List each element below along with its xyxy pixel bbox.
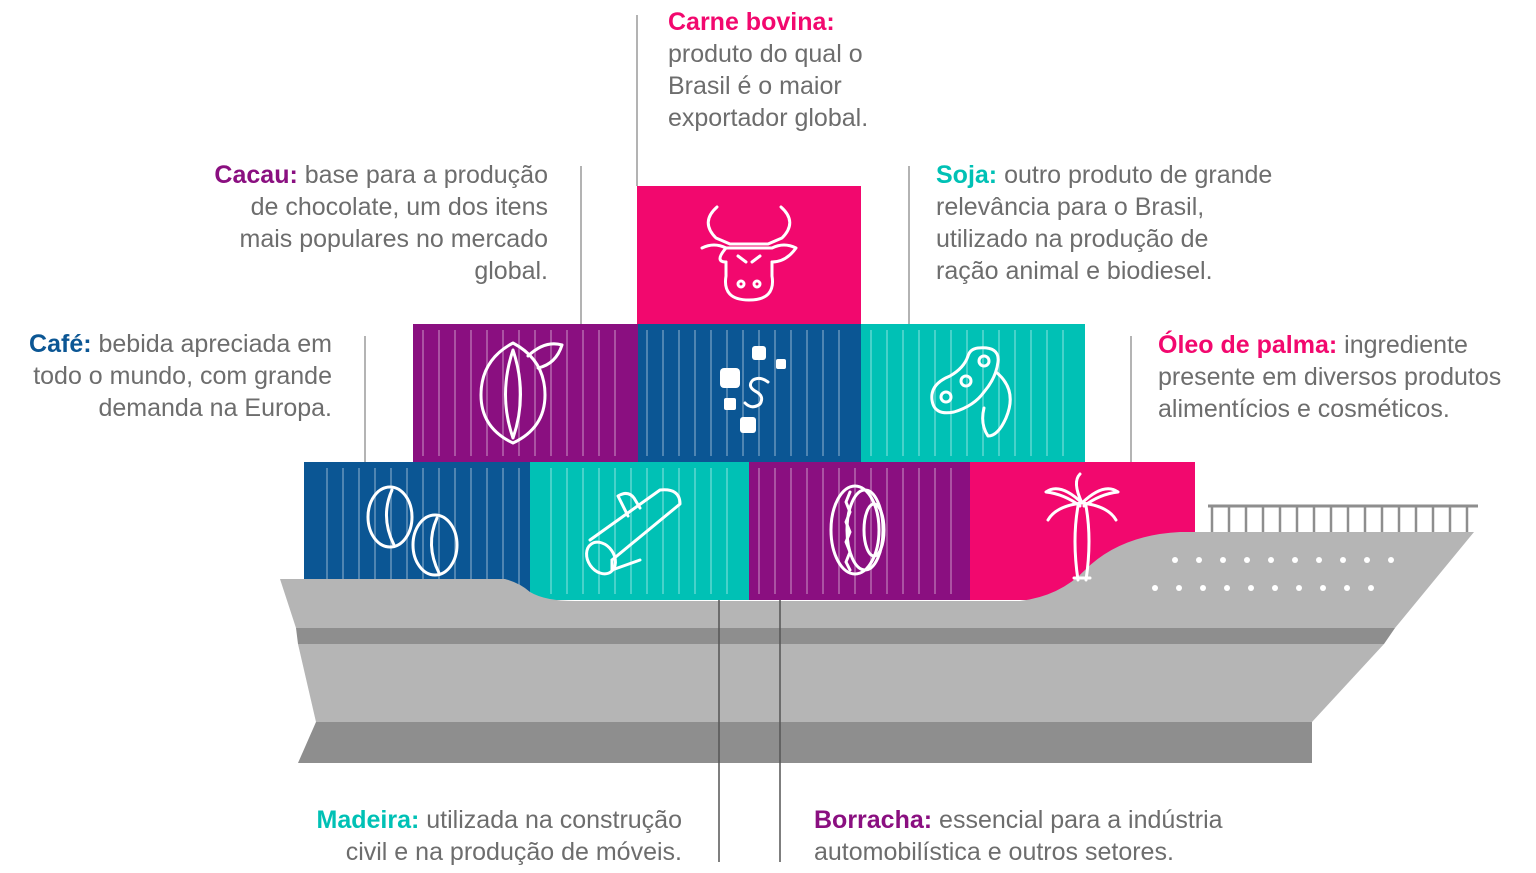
cow-head-icon bbox=[700, 205, 798, 302]
wood-log-icon bbox=[585, 488, 682, 576]
label-carne-bovina: Carne bovina: produto do qual o Brasil é… bbox=[668, 6, 928, 134]
label-cacau-text: base para a produção de chocolate, um do… bbox=[239, 161, 549, 285]
container-acucar bbox=[638, 324, 861, 462]
label-soja: Soja: outro produto de grande relevância… bbox=[936, 159, 1276, 287]
label-madeira-text: utilizada na construção civil e na produ… bbox=[345, 806, 682, 866]
label-borracha-title: Borracha: bbox=[814, 806, 933, 834]
ship-hull bbox=[280, 532, 1474, 763]
tire-icon bbox=[829, 484, 886, 576]
deck-railing bbox=[1208, 504, 1478, 532]
palm-tree-icon bbox=[1044, 472, 1120, 582]
label-madeira: Madeira: utilizada na construção civil e… bbox=[290, 804, 682, 868]
label-madeira-title: Madeira: bbox=[316, 806, 420, 834]
container-soja bbox=[861, 324, 1085, 462]
label-oleo-de-palma-title: Óleo de palma: bbox=[1158, 331, 1338, 359]
label-cacau: Cacau: base para a produção de chocolate… bbox=[212, 159, 548, 287]
label-carne-bovina-text: produto do qual o Brasil é o maior expor… bbox=[668, 40, 869, 132]
coffee-beans-icon bbox=[366, 485, 459, 577]
label-cacau-title: Cacau: bbox=[214, 161, 298, 189]
label-cafe: Café: bebida apreciada em todo o mundo, … bbox=[10, 328, 332, 424]
label-oleo-de-palma-text: ingrediente presente em diversos produto… bbox=[1158, 331, 1502, 423]
label-soja-text: outro produto de grande relevância para … bbox=[936, 161, 1273, 285]
label-soja-title: Soja: bbox=[936, 161, 998, 189]
label-oleo-de-palma: Óleo de palma: ingrediente presente em d… bbox=[1158, 329, 1528, 425]
sugar-cubes-icon bbox=[720, 346, 786, 433]
label-carne-bovina-title: Carne bovina: bbox=[668, 8, 835, 36]
cocoa-pod-icon bbox=[479, 341, 564, 445]
label-cafe-text: bebida apreciada em todo o mundo, com gr… bbox=[33, 330, 332, 422]
label-borracha: Borracha: essencial para a indústria aut… bbox=[814, 804, 1244, 868]
porthole-dots bbox=[1152, 557, 1394, 591]
container-madeira bbox=[530, 462, 749, 600]
container-carne-bovina bbox=[637, 186, 861, 324]
container-cacau bbox=[413, 324, 638, 462]
label-cafe-title: Café: bbox=[29, 330, 92, 358]
container-borracha bbox=[749, 462, 970, 600]
leader-lines bbox=[364, 15, 1132, 462]
soybean-pod-icon bbox=[930, 346, 1012, 438]
label-borracha-text: essencial para a indústria automobilísti… bbox=[814, 806, 1223, 866]
sugar-s-glyph bbox=[743, 376, 770, 409]
